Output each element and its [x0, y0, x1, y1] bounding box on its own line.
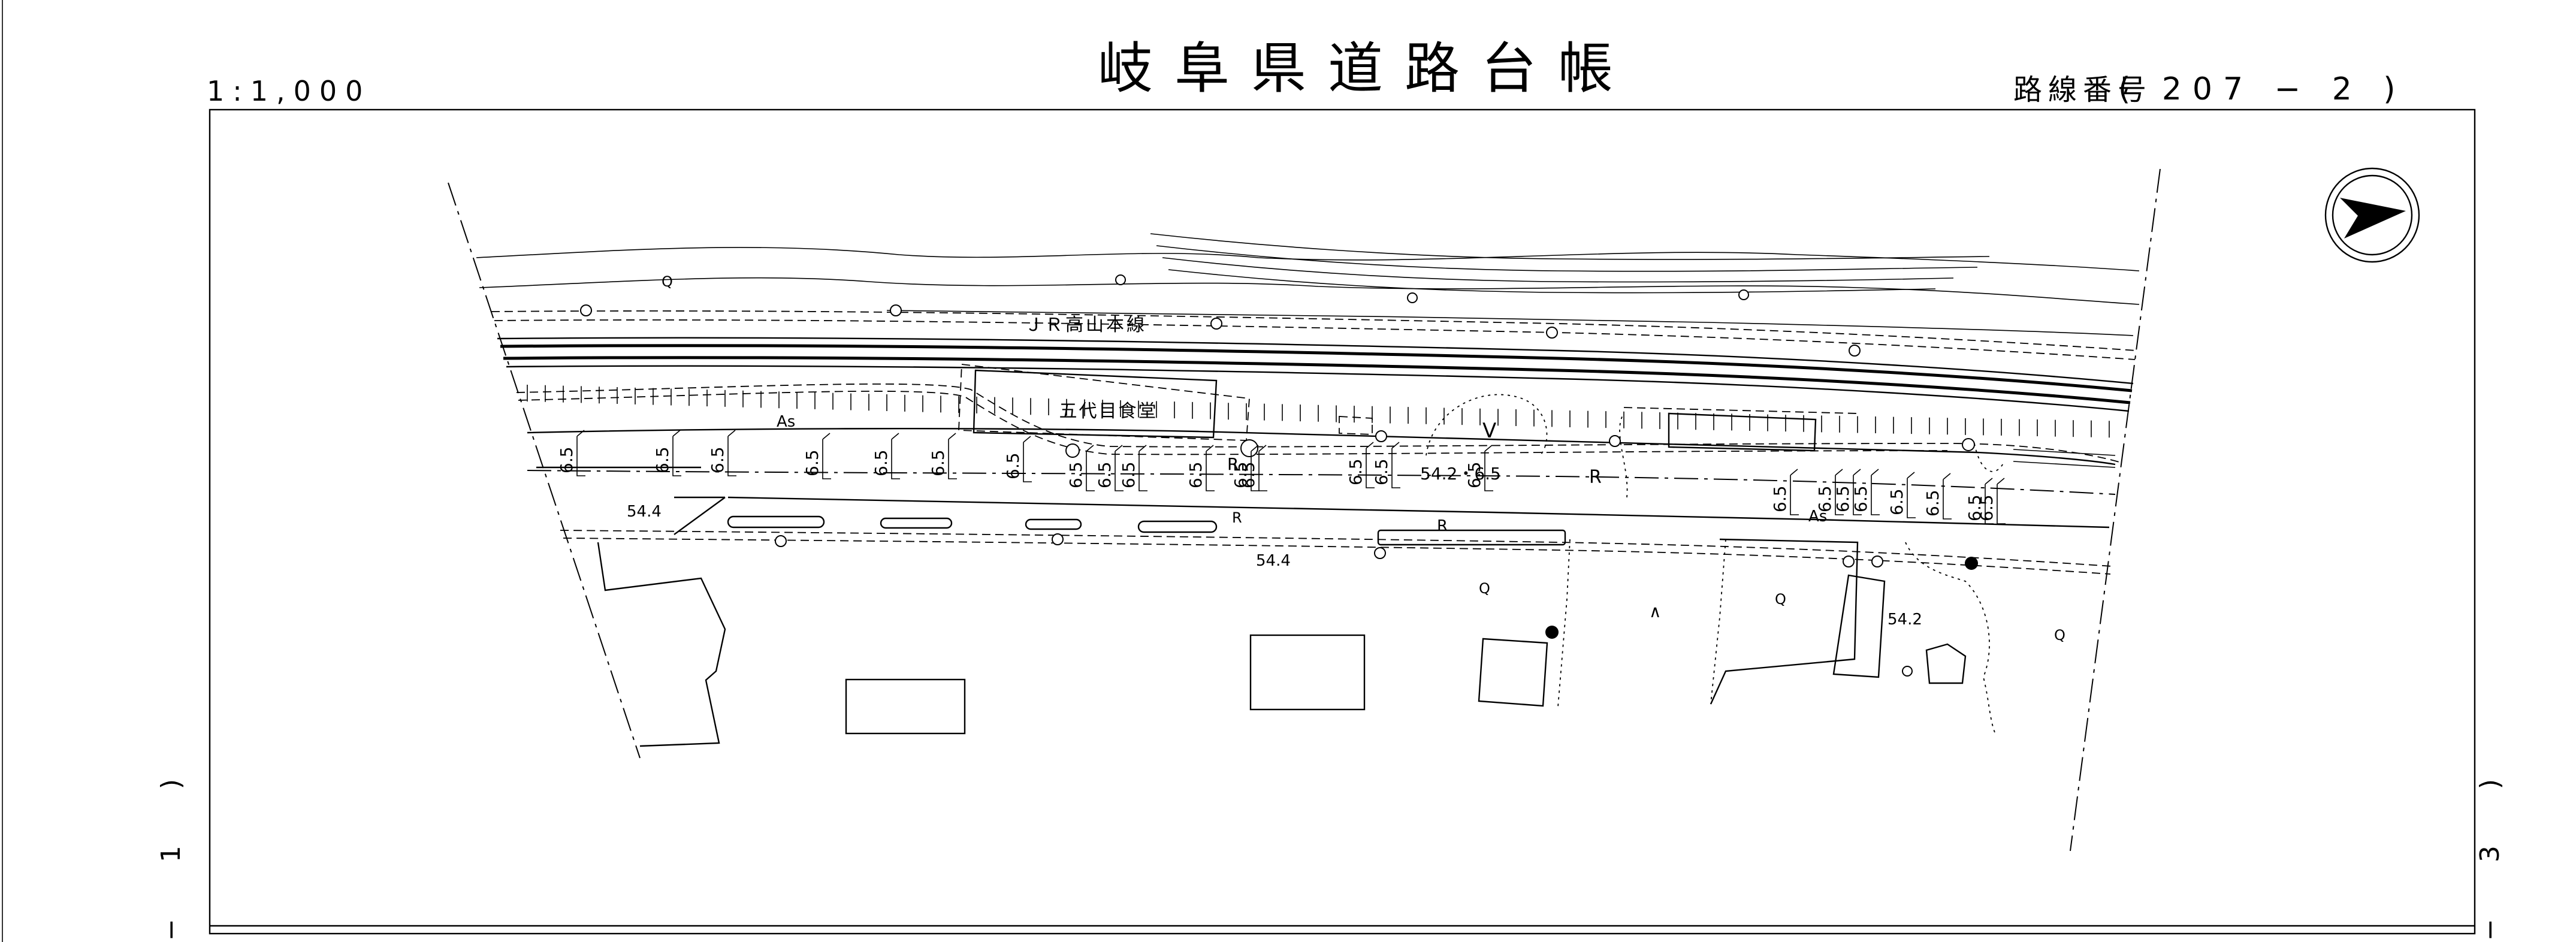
width-mark-label: 6.5 — [653, 446, 672, 473]
width-mark-label: 6.5 — [1346, 458, 1366, 485]
width-mark: 6.5 — [1372, 442, 1400, 488]
map-annotations: As As R R R R 54.4 54.4 54.2 54.2・6.5 V … — [627, 273, 2065, 644]
elevation-1: 54.4 — [627, 503, 662, 521]
elevation-3: 54.2 — [1888, 611, 1922, 629]
embankment-ticks — [527, 385, 2110, 438]
center-width-label: 54.2・6.5 — [1420, 464, 1501, 484]
left-sheet-ref: − 1 ) — [156, 755, 186, 941]
width-mark: 6.5 — [1815, 469, 1844, 515]
width-mark: 6.5 — [1346, 442, 1375, 488]
width-mark: 6.5 — [708, 430, 736, 476]
width-mark-label: 6.5 — [1239, 461, 1258, 488]
map-frame — [209, 108, 2476, 935]
width-mark: 6.5 — [1095, 445, 1124, 491]
width-mark-label: 6.5 — [1066, 461, 1086, 488]
side-channels — [727, 515, 1566, 546]
width-mark-label: 6.5 — [1833, 485, 1853, 512]
width-mark-label: 6.5 — [1231, 461, 1251, 488]
north-arrow-icon — [2324, 167, 2420, 263]
width-mark-label: 6.5 — [928, 449, 948, 476]
section-line-left — [448, 182, 641, 759]
width-mark-label: 6.5 — [557, 446, 576, 473]
elevation-2: 54.4 — [1256, 552, 1291, 570]
width-mark: 6.5 — [1231, 445, 1260, 491]
width-mark-label: 6.5 — [1095, 461, 1115, 488]
symbol-q-3: Q — [1775, 591, 1786, 608]
building-label: 五代目食堂 — [1059, 401, 1158, 422]
r-marker-3: R — [1232, 509, 1242, 526]
width-mark-label: 6.5 — [1186, 461, 1206, 488]
width-mark-label: 6.5 — [1119, 461, 1138, 488]
scale-label: 1:1,000 — [207, 75, 371, 107]
terrain-contours — [476, 233, 2140, 305]
surface-label-as-1: As — [777, 413, 795, 431]
symbol-q-1: Q — [662, 273, 673, 290]
width-mark: 6.5 — [1923, 473, 1952, 520]
width-mark: 6.5 — [1770, 469, 1799, 515]
railway-jr-takayama — [491, 310, 2137, 412]
symbol-caret: ∧ — [1649, 602, 1662, 621]
width-mark: 6.5 — [1066, 445, 1095, 491]
width-mark: 6.5 — [1965, 478, 1994, 524]
width-mark-label: 6.5 — [1464, 461, 1484, 488]
r-marker-1: R — [1227, 454, 1239, 474]
route-label: 路線番号 — [2013, 73, 2152, 107]
width-mark-label: 6.5 — [1965, 494, 1985, 521]
width-mark-label: 6.5 — [1770, 485, 1790, 512]
road-edges — [516, 383, 2122, 575]
r-marker-4: R — [1437, 517, 1448, 535]
page-title: 岐阜県道路台帳 — [1098, 37, 1635, 101]
railway-label: ＪＲ高山本線 — [1025, 315, 1147, 336]
symbol-q-2: Q — [1479, 580, 1490, 597]
width-mark: 6.5 — [1464, 445, 1493, 491]
width-mark-label: 6.5 — [1851, 485, 1871, 512]
route-number: ( 207 − 2 ) — [2118, 71, 2406, 107]
width-mark-label: 6.5 — [802, 449, 822, 476]
width-mark: 6.5 — [928, 433, 957, 479]
width-mark-label: 6.5 — [1372, 458, 1391, 485]
width-mark: 6.5 — [1977, 478, 2006, 524]
width-mark-label: 6.5 — [1815, 485, 1835, 512]
r-marker-2: R — [1589, 467, 1602, 488]
width-mark: 6.5 — [1887, 472, 1916, 518]
width-mark: 6.5 — [653, 430, 681, 476]
width-mark-label: 6.5 — [1887, 488, 1907, 515]
right-sheet-ref: − 3 ) — [2475, 755, 2505, 941]
width-mark: 6.5 — [1186, 445, 1215, 491]
width-mark: 6.5 — [802, 433, 831, 479]
width-mark-label: 6.5 — [1923, 490, 1943, 517]
structures — [597, 394, 2116, 747]
width-mark: 6.5 — [871, 433, 900, 479]
width-mark: 6.5 — [1119, 445, 1147, 491]
width-mark-label: 6.5 — [871, 449, 891, 476]
section-line-right — [2070, 168, 2161, 852]
symbol-v: V — [1482, 419, 1496, 443]
width-mark-label: 6.5 — [1003, 452, 1023, 479]
utility-poles — [580, 274, 1978, 677]
symbol-q-4: Q — [2054, 627, 2065, 644]
width-mark-label: 6.5 — [708, 446, 727, 473]
width-mark: 6.5 — [1851, 469, 1880, 515]
width-mark-label: 6.5 — [1977, 494, 1997, 521]
width-mark: 6.5 — [1833, 469, 1862, 515]
surface-label-as-2: As — [1808, 508, 1827, 526]
width-mark: 6.5 — [1239, 445, 1267, 491]
width-mark: 6.5 — [557, 430, 585, 476]
width-mark: 6.5 — [1003, 436, 1032, 482]
